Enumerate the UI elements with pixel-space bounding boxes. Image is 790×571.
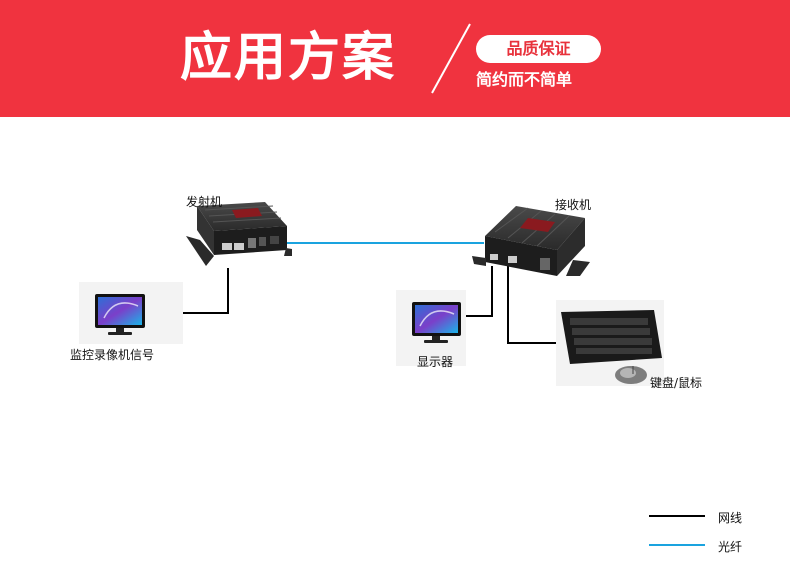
source-monitor-image [79, 282, 183, 344]
slogan-text: 简约而不简单 [476, 70, 573, 89]
transmitter-label: 发射机 [186, 195, 223, 209]
transmitter-device [186, 202, 292, 266]
display-monitor-image [396, 290, 466, 366]
peripheral-cable [507, 266, 556, 344]
keyboard-mouse-image [556, 300, 664, 386]
legend-network-text: 网线 [718, 511, 743, 525]
peripherals-label: 键盘/鼠标 [650, 376, 703, 390]
receiver-device [472, 206, 590, 276]
page-title: 应用方案 [180, 28, 397, 88]
connection-diagram [79, 202, 705, 546]
legend-fiber-text: 光纤 [718, 540, 743, 554]
monitor-label: 显示器 [417, 355, 454, 369]
header-banner: 应用方案 品质保证 简约而不简单 [0, 0, 790, 117]
slash-divider [431, 23, 471, 94]
receiver-label: 接收机 [555, 198, 592, 212]
source-label: 监控录像机信号 [70, 348, 155, 362]
quality-badge: 品质保证 [476, 35, 601, 63]
monitor-cable [462, 266, 493, 317]
